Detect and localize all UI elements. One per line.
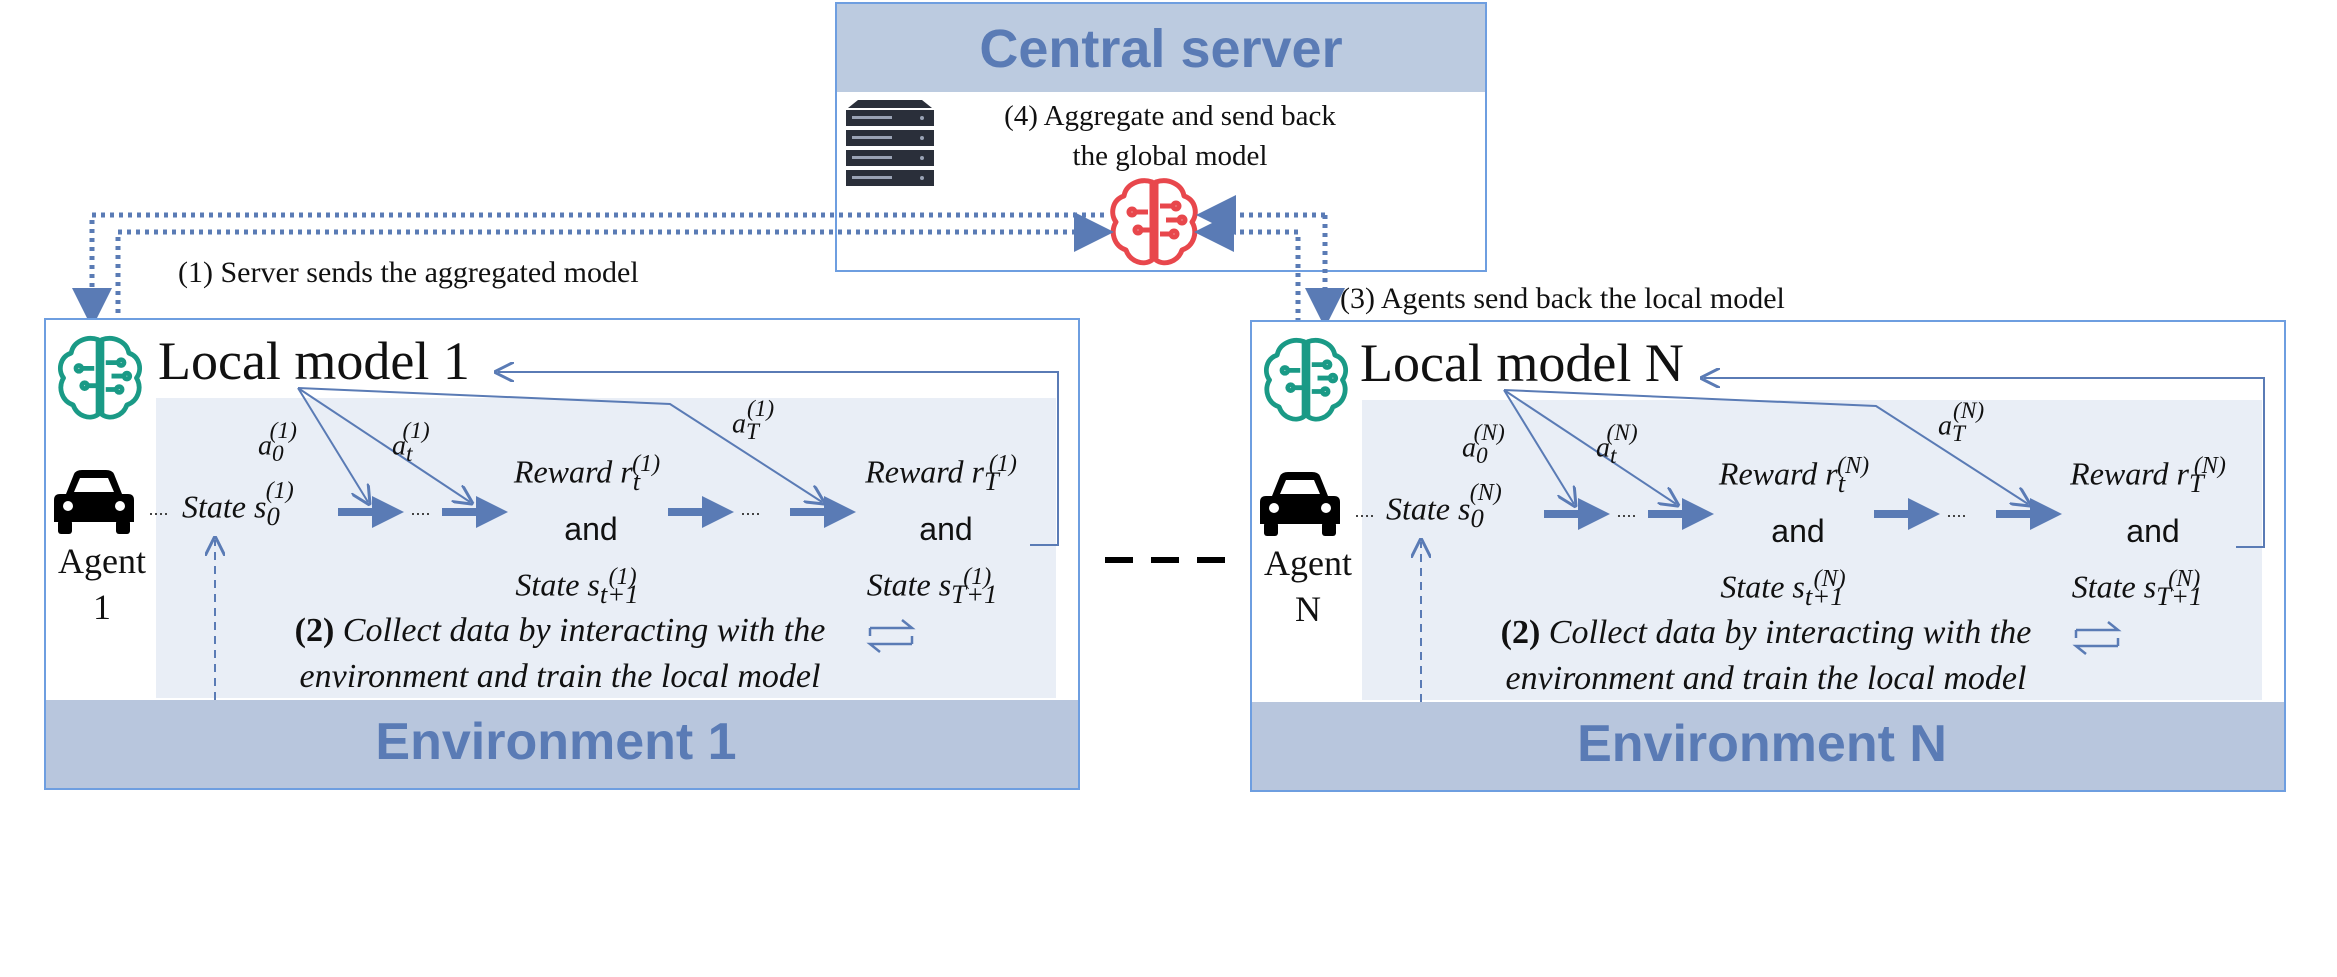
action-at-label: at(1) <box>392 418 430 467</box>
environment-n-footer <box>1252 702 2284 790</box>
collect-data-label: (2) Collect data by interacting with the… <box>1500 614 2032 697</box>
local-model-n-title: Local model N <box>1360 333 1684 393</box>
reward-T-block: Reward rT(1) and State sT+1(1) <box>846 440 1046 618</box>
reward-t-block: Reward rt(1) and State st+1(1) <box>496 440 686 618</box>
car-icon <box>54 470 134 534</box>
step1-label: (1) Server sends the aggregated model <box>178 256 639 289</box>
action-at-label: at(N) <box>1596 420 1638 469</box>
and-label: and <box>564 511 618 548</box>
and-label: and <box>1771 513 1825 550</box>
collect-data-label: (2) Collect data by interacting with the… <box>294 612 826 695</box>
agent-n-line2: N <box>1295 589 1321 629</box>
car-icon <box>1260 472 1340 536</box>
reward-T-block: Reward rT(N) and State sT+1(N) <box>2048 442 2258 620</box>
action-a0-label: a0(1) <box>258 418 297 467</box>
state-0-label: State s0(N) <box>1386 480 1502 534</box>
environment-1-footer <box>46 700 1078 788</box>
step4-line1: (4) Aggregate and send back <box>1004 100 1336 132</box>
step4-line2: the global model <box>1072 140 1268 172</box>
action-a0-label: a0(N) <box>1462 420 1505 469</box>
local-model-n-brain-icon <box>1263 338 1349 422</box>
state-0-label: State s0(1) <box>182 478 294 532</box>
global-model-brain-icon <box>1110 178 1198 266</box>
and-label: and <box>2126 513 2180 550</box>
step4-label: (4) Aggregate and send back the global m… <box>960 96 1380 176</box>
central-server-title: Central server <box>979 19 1343 79</box>
agent-1-line2: 1 <box>93 587 111 627</box>
environment-1-inner <box>156 398 1056 698</box>
environment-n-inner <box>1362 400 2262 700</box>
and-label: and <box>919 511 973 548</box>
swap-arrows-icon <box>866 619 916 653</box>
central-server-header <box>837 4 1485 92</box>
agent-1-label: Agent 1 <box>46 538 158 630</box>
ellipsis-separator <box>1105 557 1225 563</box>
agent-n-label: Agent N <box>1252 540 1364 632</box>
environment-1-title: Environment 1 <box>375 713 737 771</box>
agent-n-line1: Agent <box>1264 543 1352 583</box>
local-model-1-title: Local model 1 <box>158 331 470 391</box>
action-aT-label: aT(1) <box>732 396 775 445</box>
reward-t-block: Reward rt(N) and State st+1(N) <box>1698 442 1898 620</box>
swap-arrows-icon <box>2072 621 2122 655</box>
local-model-1-brain-icon <box>57 336 143 420</box>
step3-label: (3) Agents send back the local model <box>1340 282 1785 315</box>
action-aT-label: aT(N) <box>1938 398 1985 447</box>
agent-1-line1: Agent <box>58 541 146 581</box>
server-rack-icon <box>846 100 934 186</box>
environment-n-title: Environment N <box>1577 715 1947 773</box>
